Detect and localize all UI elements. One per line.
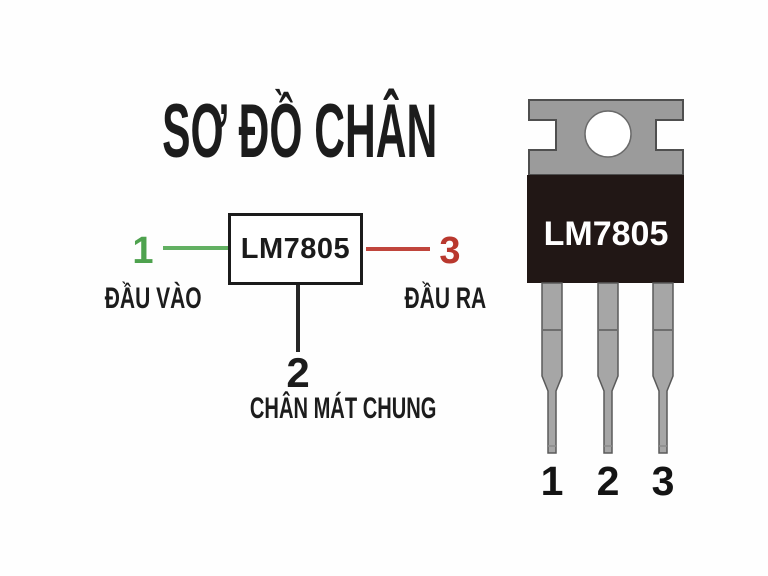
ground-wire — [296, 285, 300, 352]
package-pin3-number: 3 — [652, 458, 675, 504]
schematic-pin2-number: 2 — [286, 349, 310, 396]
to220-package-illustration: LM7805 1 2 3 — [527, 99, 684, 504]
schematic-pin3-number: 3 — [439, 230, 461, 272]
package-leg-1 — [541, 282, 563, 454]
package-leg-3 — [652, 282, 674, 454]
pin3-label-text: ĐẦU RA — [404, 282, 486, 315]
schematic-chip-label: LM7805 — [240, 232, 351, 265]
pin2-label: CHÂN MÁT CHUNG — [204, 393, 436, 425]
pin3-label: ĐẦU RA — [385, 283, 505, 315]
package-mounting-hole — [584, 110, 632, 158]
pin2-label-text: CHÂN MÁT CHUNG — [249, 392, 437, 425]
package-chip-label: LM7805 — [544, 215, 669, 253]
pin1-label: ĐẦU VÀO — [84, 283, 204, 315]
schematic-pin1-number: 1 — [132, 230, 154, 272]
input-wire — [163, 246, 228, 250]
output-wire — [366, 247, 430, 251]
package-pin2-number: 2 — [597, 458, 620, 504]
package-body — [527, 175, 684, 283]
page-title-text: SƠ ĐỒ CHÂN — [162, 89, 438, 174]
pin1-label-text: ĐẦU VÀO — [104, 282, 202, 315]
package-leg-2 — [597, 282, 619, 454]
schematic-chip-box: LM7805 — [228, 213, 363, 285]
page-title: SƠ ĐỒ CHÂN — [130, 92, 470, 172]
package-pin1-number: 1 — [541, 458, 564, 504]
